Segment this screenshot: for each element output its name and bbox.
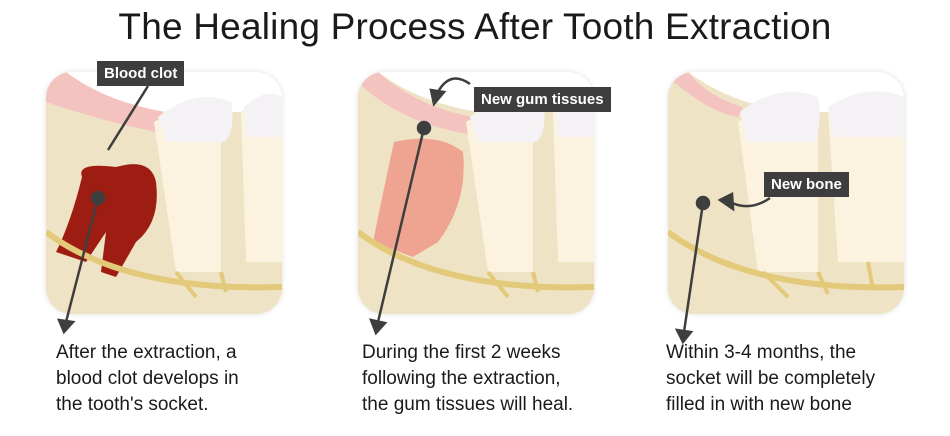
caption-line: During the first 2 weeks xyxy=(362,342,561,363)
caption-line: blood clot develops in xyxy=(56,368,239,389)
arrowhead-icon xyxy=(57,318,76,335)
blood-clot-illustration xyxy=(46,72,282,314)
blood-clot-label: Blood clot xyxy=(97,61,185,86)
caption-line: Within 3-4 months, the xyxy=(666,342,857,363)
panel3-caption: Within 3-4 months, the socket will be co… xyxy=(666,340,875,418)
panel1-caption: After the extraction, a blood clot devel… xyxy=(56,340,239,418)
page-title: The Healing Process After Tooth Extracti… xyxy=(118,6,832,47)
caption-line: following the extraction, xyxy=(362,368,561,389)
caption-line: the gum tissues will heal. xyxy=(362,394,574,415)
caption-line: After the extraction, a xyxy=(56,342,237,363)
new-gum-tissues-label: New gum tissues xyxy=(474,87,611,112)
caption-line: filled in with new bone xyxy=(666,394,852,415)
caption-line: socket will be completely xyxy=(666,368,876,389)
new-bone-label: New bone xyxy=(764,172,849,197)
panel2-caption: During the first 2 weeks following the e… xyxy=(362,340,573,418)
caption-line: the tooth's socket. xyxy=(56,394,209,415)
arrowhead-icon xyxy=(369,318,388,336)
